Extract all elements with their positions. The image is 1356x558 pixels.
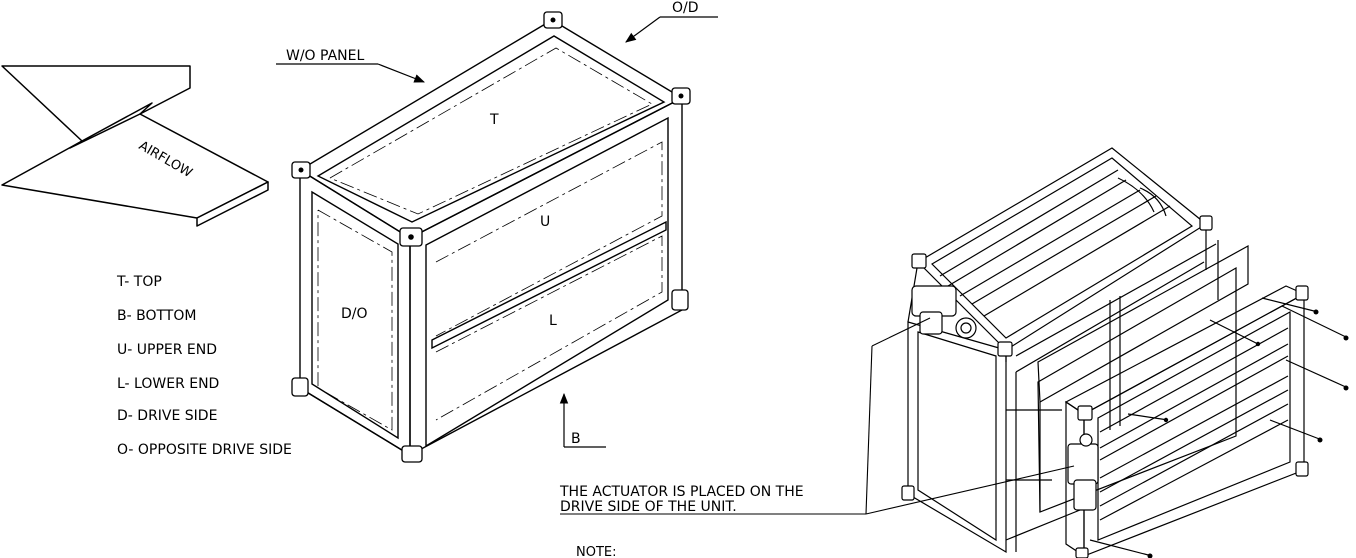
- od-leader: [625, 16, 718, 43]
- legend-item: U- UPPER END: [117, 342, 217, 358]
- note-heading: NOTE:: [576, 545, 617, 558]
- legend: T- TOP B- BOTTOM U- UPPER END L- LOWER E…: [116, 274, 292, 458]
- b-callout: B: [571, 431, 581, 447]
- airflow-arrow-icon: [1, 65, 269, 227]
- face-label-top: T: [489, 112, 499, 128]
- legend-item: L- LOWER END: [117, 376, 219, 392]
- note-leader: [560, 317, 1075, 515]
- wo-panel-leader: [276, 63, 426, 83]
- legend-item: O- OPPOSITE DRIVE SIDE: [117, 442, 292, 458]
- face-label-drive-opposite: D/O: [341, 306, 368, 322]
- note-line-2: DRIVE SIDE OF THE UNIT.: [560, 499, 737, 515]
- legend-item: T- TOP: [116, 274, 162, 290]
- od-callout: O/D: [672, 0, 699, 16]
- face-label-upper: U: [540, 214, 550, 230]
- legend-item: B- BOTTOM: [117, 308, 196, 324]
- face-label-lower: L: [549, 313, 557, 329]
- wo-panel-callout: W/O PANEL: [286, 48, 364, 64]
- damper-assembly-drawing: [907, 147, 1349, 558]
- legend-item: D- DRIVE SIDE: [117, 408, 217, 424]
- b-leader: [559, 392, 606, 448]
- note-line-1: THE ACTUATOR IS PLACED ON THE: [559, 484, 804, 500]
